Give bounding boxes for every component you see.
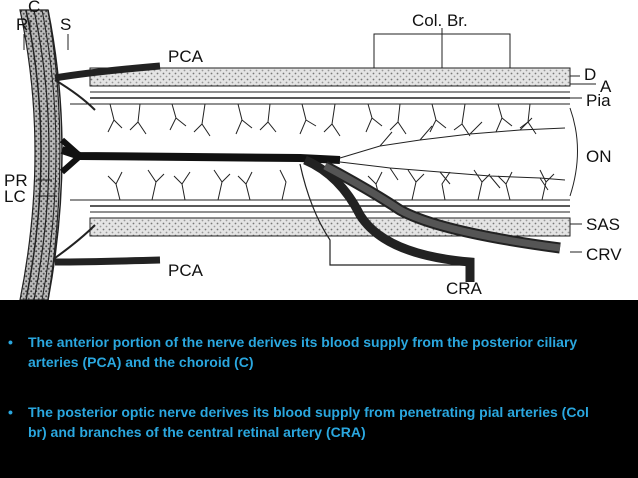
label-pia: Pia bbox=[586, 91, 611, 110]
pial-branches bbox=[107, 103, 555, 201]
label-c: C bbox=[28, 0, 40, 16]
label-lc: LC bbox=[4, 187, 26, 206]
label-a: A bbox=[600, 77, 612, 96]
bullet-text: The anterior portion of the nerve derive… bbox=[28, 334, 578, 370]
label-d: D bbox=[584, 65, 596, 84]
diagram-canvas: C R S PCA Col. Br. D A Pia ON PR LC PCA … bbox=[4, 0, 622, 300]
bullet-marker: • bbox=[8, 334, 13, 350]
optic-nerve-body bbox=[70, 103, 570, 201]
bullet-item: • The posterior optic nerve derives its … bbox=[8, 402, 608, 442]
label-r: R bbox=[16, 15, 28, 34]
label-cra: CRA bbox=[446, 279, 483, 298]
cra-branches bbox=[339, 117, 566, 191]
label-on: ON bbox=[586, 147, 612, 166]
diagram-labels: C R S PCA Col. Br. D A Pia ON PR LC PCA … bbox=[4, 0, 622, 298]
bullet-marker: • bbox=[8, 404, 13, 420]
label-pr: PR bbox=[4, 171, 28, 190]
label-col-br: Col. Br. bbox=[412, 11, 468, 30]
label-sas: SAS bbox=[586, 215, 620, 234]
bullet-item: • The anterior portion of the nerve deri… bbox=[8, 332, 608, 372]
cra-crv-vessels bbox=[299, 155, 561, 282]
leader-lines bbox=[23, 20, 596, 278]
optic-nerve-diagram: C R S PCA Col. Br. D A Pia ON PR LC PCA … bbox=[0, 0, 638, 300]
label-crv: CRV bbox=[586, 245, 622, 264]
label-pca-top: PCA bbox=[168, 47, 204, 66]
bullet-text: The posterior optic nerve derives its bl… bbox=[28, 404, 589, 440]
label-pca-bottom: PCA bbox=[168, 261, 204, 280]
pca-vessels bbox=[54, 62, 161, 266]
bullet-list: • The anterior portion of the nerve deri… bbox=[0, 300, 638, 478]
label-s: S bbox=[60, 15, 71, 34]
central-vessel bbox=[60, 137, 341, 175]
meninges bbox=[89, 67, 571, 237]
